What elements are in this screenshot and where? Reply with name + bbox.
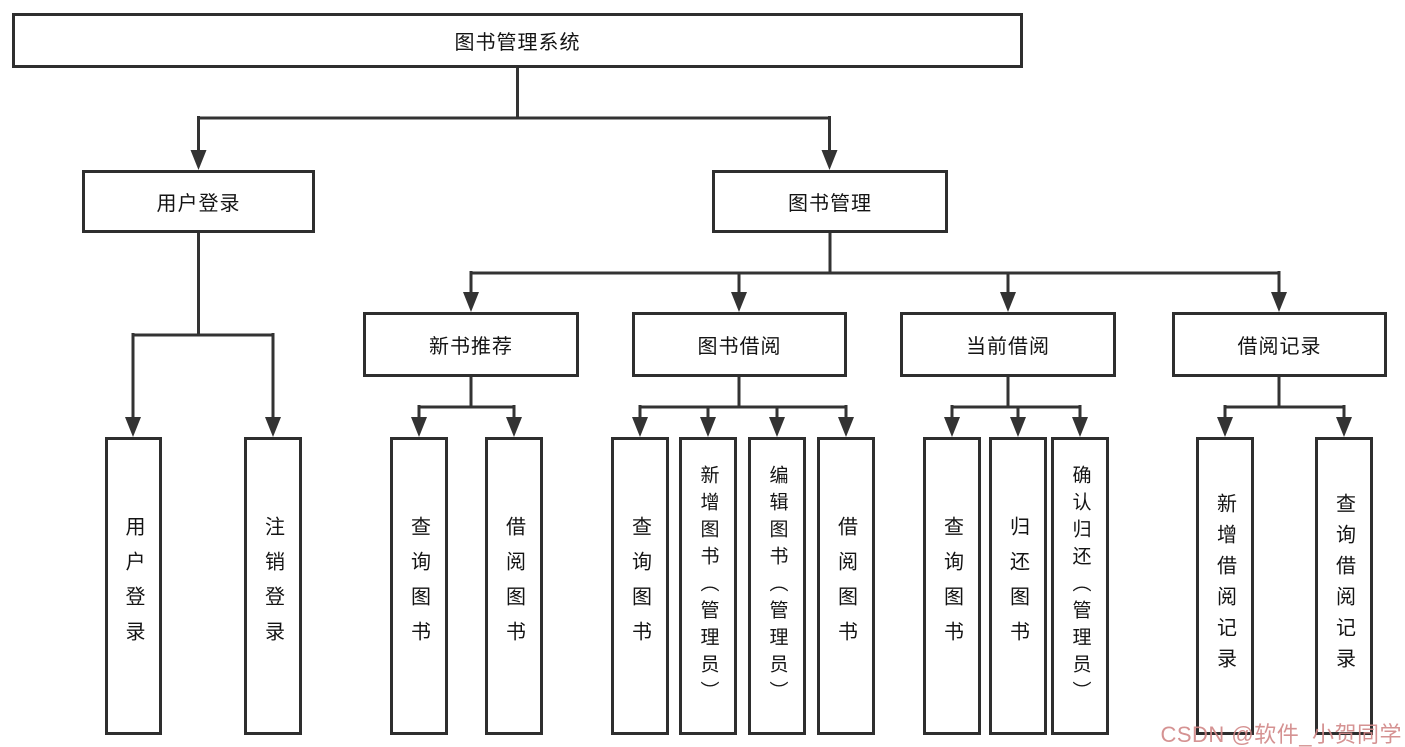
node-user-login: 用户登录 bbox=[82, 170, 315, 233]
node-book-management: 图书管理 bbox=[712, 170, 948, 233]
node-library-system: 图书管理系统 bbox=[12, 13, 1023, 68]
leaf-current-query-books: 查询图书 bbox=[923, 437, 981, 735]
leaf-current-return-book: 归还图书 bbox=[989, 437, 1047, 735]
leaf-user-login: 用户登录 bbox=[105, 437, 162, 735]
leaf-records-add-record: 新增借阅记录 bbox=[1196, 437, 1254, 735]
watermark-text: CSDN @软件_小贺同学 bbox=[1160, 722, 1402, 747]
leaf-logout: 注销登录 bbox=[244, 437, 302, 735]
node-borrowing-records: 借阅记录 bbox=[1172, 312, 1387, 377]
leaf-current-confirm-return-admin: 确认归还（管理员） bbox=[1051, 437, 1109, 735]
node-book-borrowing: 图书借阅 bbox=[632, 312, 847, 377]
leaf-borrowing-add-book-admin: 新增图书（管理员） bbox=[679, 437, 737, 735]
leaf-borrowing-edit-book-admin: 编辑图书（管理员） bbox=[748, 437, 806, 735]
leaf-recommend-query-books: 查询图书 bbox=[390, 437, 448, 735]
node-new-book-recommendation: 新书推荐 bbox=[363, 312, 579, 377]
leaf-recommend-borrow-books: 借阅图书 bbox=[485, 437, 543, 735]
leaf-records-query-record: 查询借阅记录 bbox=[1315, 437, 1373, 735]
leaf-borrowing-borrow-book: 借阅图书 bbox=[817, 437, 875, 735]
node-current-borrowing: 当前借阅 bbox=[900, 312, 1116, 377]
leaf-borrowing-query-books: 查询图书 bbox=[611, 437, 669, 735]
